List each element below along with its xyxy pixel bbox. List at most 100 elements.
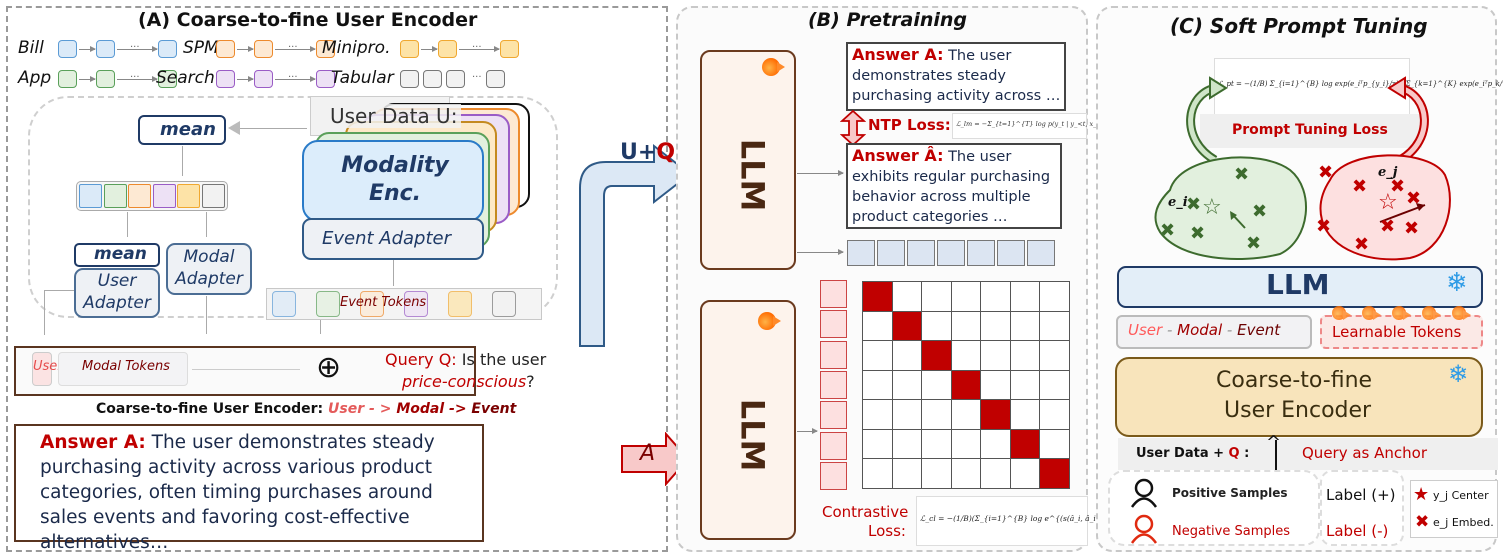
ellipsis: ··· <box>472 42 482 53</box>
ei-label: e_i <box>1168 195 1188 210</box>
matrix-cell <box>980 458 1011 489</box>
user-encoder-frozen <box>1115 357 1483 437</box>
arrow-to-modal-adapter <box>206 212 207 237</box>
negative-embedding-x: ✖ <box>1390 176 1406 197</box>
label-positive: Label (+) <box>1326 486 1396 504</box>
positive-pair-cell <box>921 340 952 371</box>
positive-embedding-x: ✖ <box>1252 201 1268 222</box>
mean-vector-cell <box>103 184 127 208</box>
encoder-caption-modal: Modal -> <box>396 401 467 417</box>
user-data-label: User Data U: <box>326 104 462 128</box>
matrix-cell <box>1009 340 1040 371</box>
positive-samples-label: Positive Samples <box>1172 486 1288 500</box>
modal-adapter <box>166 243 252 295</box>
matrix-cell <box>862 369 893 400</box>
modality-label-app: App <box>18 68 52 88</box>
embedding-cell <box>820 401 847 430</box>
matrix-cell <box>1039 281 1070 312</box>
negative-user-icon <box>1130 514 1158 544</box>
sequence-tokens <box>1116 315 1312 349</box>
matrix-cell <box>1009 458 1040 489</box>
event-arrow <box>275 76 316 82</box>
matrix-cell <box>921 281 952 312</box>
sequence-event: Event <box>1237 321 1281 339</box>
query-end: ? <box>526 372 535 391</box>
learnable-fire-icon <box>1422 306 1441 320</box>
user-token <box>32 352 52 386</box>
positive-pair-cell <box>891 310 922 341</box>
positive-embedding-x: ✖ <box>1246 233 1262 254</box>
matrix-cell <box>862 340 893 371</box>
pt-formula-box <box>1214 58 1410 118</box>
modal-adapter-label: Modal Adapter <box>175 247 243 289</box>
curved-arrows <box>1186 76 1429 164</box>
double-arrow-icon <box>840 110 866 146</box>
star-center-icon: ★ <box>1413 484 1430 505</box>
symbol-legend-box <box>1410 480 1498 538</box>
encoder-caption-user: User - > <box>328 401 392 417</box>
user-token-label: User <box>33 359 63 374</box>
query-label: Query Q: Is the user <box>385 350 546 369</box>
matrix-cell <box>980 428 1011 459</box>
token-to-plus-line <box>192 369 300 370</box>
anchor-arrow <box>1275 440 1277 470</box>
negative-embedding-x: ✖ <box>1380 216 1396 237</box>
positive-cluster <box>1154 156 1307 260</box>
x-embed-icon: ✖ <box>1415 512 1430 532</box>
modal-tokens-label: Modal Tokens <box>82 359 170 374</box>
matrix-cell <box>891 458 922 489</box>
panel-b-title: (B) Pretraining <box>808 9 968 31</box>
arrow-to-user-adapter <box>127 212 128 237</box>
embedding-cell <box>820 310 847 339</box>
matrix-cell <box>1039 369 1070 400</box>
positive-pair-cell <box>980 399 1011 430</box>
matrix-cell <box>950 281 981 312</box>
labels-box <box>1320 470 1404 546</box>
output-token <box>937 240 965 266</box>
embedding-cell <box>820 431 847 460</box>
modal-tokens-strip <box>58 352 188 386</box>
contrastive-label-1: Contrastive <box>822 503 909 521</box>
event-arrow <box>275 46 316 52</box>
event-square <box>58 70 77 88</box>
matrix-cell <box>950 340 981 371</box>
ellipsis: ··· <box>472 72 482 83</box>
matrix-cell <box>1009 399 1040 430</box>
learnable-fire-icon <box>1362 306 1381 320</box>
event-arrow <box>237 46 254 52</box>
matrix-cell <box>921 428 952 459</box>
matrix-cell <box>1009 369 1040 400</box>
mean-vector-cell <box>177 184 200 208</box>
answer-box <box>14 424 484 542</box>
modality-encoder-label: Modality Enc. <box>341 153 449 206</box>
answer-hat-box <box>846 143 1062 229</box>
encoder-caption-prefix: Coarse-to-fine User Encoder: <box>96 401 324 417</box>
matrix-cell <box>921 369 952 400</box>
embedding-cell <box>820 280 847 308</box>
event-square <box>158 70 177 88</box>
user-adapter <box>74 268 160 318</box>
matrix-cell <box>1039 428 1070 459</box>
learnable-fire-icon <box>1452 306 1471 320</box>
negative-embedding-x: ✖ <box>1318 162 1334 183</box>
learnable-fire-icon <box>1392 306 1411 320</box>
trainable-fire-icon <box>762 58 785 76</box>
mean-box-top <box>138 115 226 145</box>
learnable-tokens-label: Learnable Tokens <box>1332 323 1462 341</box>
tabular-cell <box>400 70 419 88</box>
output-token <box>967 240 995 266</box>
event-square <box>58 40 77 58</box>
panel-c-title: (C) Soft Prompt Tuning <box>1170 14 1428 38</box>
event-arrow <box>421 46 438 52</box>
matrix-cell <box>891 340 922 371</box>
mean-box-bottom <box>74 243 160 267</box>
mean-vector-cell <box>79 184 102 208</box>
answer-a-label: Answer A: <box>852 45 944 64</box>
contrastive-label-2: Loss: <box>868 522 906 540</box>
arrow-llm-to-answer-hat <box>797 170 844 176</box>
matrix-cell <box>950 399 981 430</box>
encoder-caption-event: Event <box>471 401 517 417</box>
uq-label-u: U+ <box>620 140 657 165</box>
anchor-arrowhead-icon: ^ <box>1266 432 1282 453</box>
event-square <box>254 70 273 88</box>
